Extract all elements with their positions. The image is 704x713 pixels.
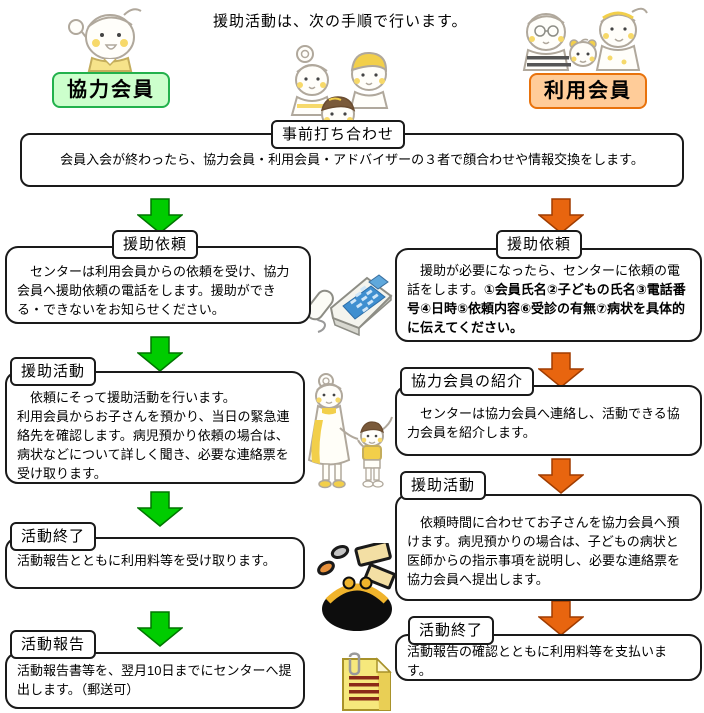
- cooperation-member-badge: 協力会員: [52, 72, 170, 108]
- right-end-box: 活動報告の確認とともに利用料等を支払います。: [395, 634, 702, 681]
- step-label-right-request: 援助依頼: [496, 230, 583, 259]
- step-label-left-report: 活動報告: [10, 630, 97, 659]
- right-activity-box: 依頼時間に合わせてお子さんを協力会員へ預けます。病児預かりの場合は、子どもの病状…: [395, 494, 702, 601]
- down-arrow-green-icon: [137, 491, 183, 527]
- right-request-text: 援助が必要になったら、センターに依頼の電話をします。: [407, 263, 681, 297]
- step-label-left-end: 活動終了: [10, 522, 97, 551]
- user-member-badge: 利用会員: [529, 73, 647, 109]
- down-arrow-green-icon: [137, 336, 183, 372]
- right-intro-box: センターは協力会員へ連絡し、活動できる協力会員を紹介します。: [395, 385, 702, 456]
- purse-money-icon: [317, 543, 396, 631]
- down-arrow-orange-icon: [538, 352, 584, 388]
- down-arrow-orange-icon: [538, 198, 584, 234]
- down-arrow-green-icon: [137, 198, 183, 234]
- left-request-box: センターは利用会員からの依頼を受け、協力会員へ援助依頼の電話をします。援助ができ…: [5, 246, 311, 324]
- step-label-left-activity: 援助活動: [10, 357, 97, 386]
- right-request-box: 援助が必要になったら、センターに依頼の電話をします。①会員氏名②子どもの氏名③電…: [395, 248, 702, 342]
- waving-child-icon: [68, 8, 142, 72]
- down-arrow-orange-icon: [538, 600, 584, 636]
- telephone-icon: [309, 274, 393, 337]
- caregiver-child-icon: [307, 373, 393, 489]
- memo-note-icon: [342, 652, 392, 711]
- step-label-right-intro: 協力会員の紹介: [400, 367, 535, 396]
- left-activity-box: 依頼にそって援助活動を行います。 利用会員からお子さんを預かり、当日の緊急連絡先…: [5, 371, 305, 484]
- family-trio-icon: [290, 45, 389, 137]
- down-arrow-green-icon: [137, 611, 183, 647]
- down-arrow-orange-icon: [538, 458, 584, 494]
- left-report-box: 活動報告書等を、翌月10日までにセンターへ提出します。（郵送可）: [5, 652, 305, 709]
- right-request-bold-text: ①会員氏名②子どもの氏名③電話番号④日時⑤依頼内容⑥受診の有無⑦病状を具体的に伝…: [407, 281, 686, 335]
- step-label-left-request: 援助依頼: [112, 230, 199, 259]
- step-label-right-end: 活動終了: [408, 616, 495, 645]
- page-title: 援助活動は、次の手順で行います。: [213, 13, 468, 30]
- step-label-pre-meeting: 事前打ち合わせ: [271, 120, 406, 149]
- parents-baby-icon: [522, 7, 648, 71]
- step-label-right-activity: 援助活動: [400, 471, 487, 500]
